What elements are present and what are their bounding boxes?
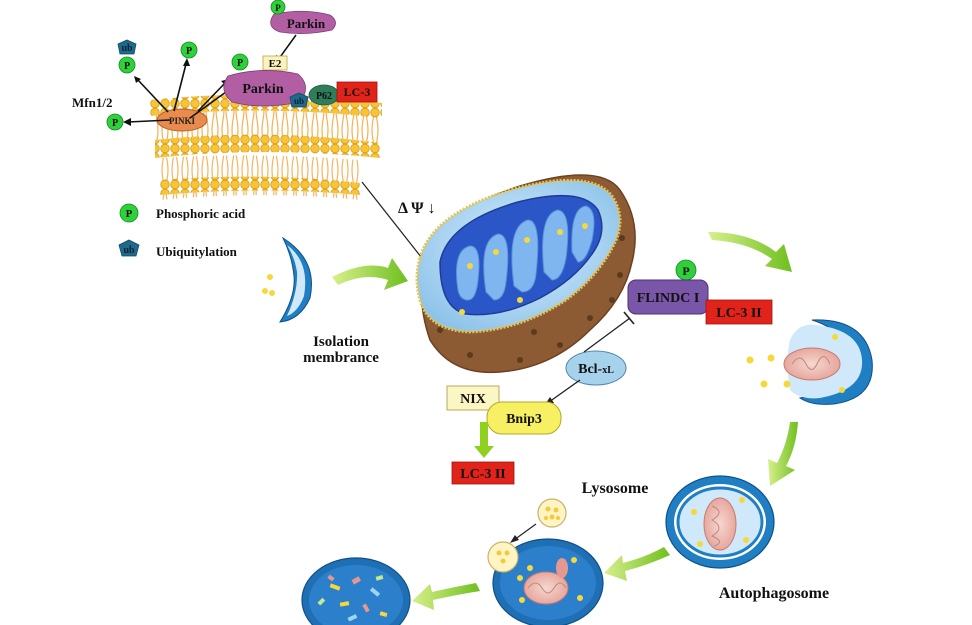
svg-text:Parkin: Parkin (287, 16, 326, 31)
lysosome-approach-arrowhead (510, 535, 519, 543)
nix-box: NIX (446, 385, 500, 411)
legend-ubiquitin-label: Ubiquitylation (156, 244, 238, 259)
svg-text:Bcl-xL: Bcl-xL (578, 362, 614, 377)
arrow-engulf-to-autophagosome (768, 422, 798, 486)
phagophore-engulfing (746, 319, 873, 405)
svg-text:Bnip3: Bnip3 (506, 412, 542, 427)
svg-text:P: P (275, 3, 281, 13)
svg-text:P62: P62 (316, 91, 332, 102)
membrane-potential-label: Δ Ψ ↓ (398, 200, 436, 217)
e2-box: E2 (262, 55, 288, 71)
svg-text:P: P (237, 58, 243, 69)
arrow-isolation-to-mito (332, 258, 408, 290)
bcl-label-sub: xL (602, 365, 614, 376)
legend-phospho: P Phosphoric acid (119, 203, 246, 223)
ubiquitin-icon: ub (289, 92, 309, 108)
bcl-to-bnip3-arrow (548, 379, 581, 403)
phospho-icon: P (675, 259, 697, 281)
isolation-membrane-label-line1: Isolation (313, 334, 370, 350)
autophagosome-label: Autophagosome (719, 585, 829, 602)
phospho-icon: P (106, 113, 124, 131)
legend-ubiquitin: ub Ubiquitylation (118, 239, 238, 259)
arrow-lysosome-to-autolysosome (412, 583, 480, 610)
svg-text:ub: ub (294, 96, 304, 106)
isolation-membrane-crescent (262, 236, 312, 323)
arrow-mito-to-engulf (708, 232, 792, 272)
svg-text:LC-3 II: LC-3 II (716, 306, 762, 321)
svg-text:E2: E2 (269, 58, 282, 70)
lysosome-approach-arrow (513, 523, 537, 541)
parkin-top-node: Parkin (270, 10, 336, 34)
inhibition-bar (623, 311, 635, 325)
svg-text:NIX: NIX (460, 392, 486, 407)
bnip3-node: Bnip3 (486, 401, 562, 435)
svg-text:FLINDC I: FLINDC I (637, 291, 700, 306)
pink1-label: PINKI (169, 116, 196, 126)
nix-to-lc3-arrow (474, 422, 494, 458)
lc3-top-box: LC-3 (336, 81, 378, 103)
lc3-ii-bottom-box: LC-3 II (451, 461, 515, 485)
svg-text:P: P (112, 118, 118, 129)
svg-text:P: P (682, 264, 689, 278)
bcl-label-main: Bcl- (578, 362, 602, 377)
svg-text:ub: ub (123, 245, 135, 256)
pink1-arrows (127, 63, 227, 123)
bcl-xl-node: Bcl-xL (565, 350, 627, 386)
legend-phospho-label: Phosphoric acid (156, 206, 246, 221)
svg-text:LC-3 II: LC-3 II (460, 467, 506, 482)
isolation-membrane-label-line2: membrance (303, 350, 379, 366)
autolysosome-degraded (301, 557, 411, 625)
flindc1-node: FLINDC I (627, 279, 709, 315)
p62-node: P62 (308, 84, 340, 106)
svg-text:P: P (124, 61, 130, 72)
ubiquitin-icon: ub (117, 39, 137, 55)
arrow-autophagosome-to-lysosome (604, 547, 670, 581)
svg-text:Parkin: Parkin (242, 82, 283, 97)
svg-text:P: P (186, 46, 192, 57)
svg-text:ub: ub (121, 43, 133, 54)
phospho-icon: P (118, 56, 136, 74)
zoom-connector-line (361, 181, 426, 263)
mitochondrion-main (415, 174, 636, 374)
svg-text:P: P (126, 208, 133, 220)
lysosome-free (537, 498, 567, 528)
lysosome-label: Lysosome (582, 480, 649, 497)
bcl-inhibits-flindc (583, 317, 631, 353)
phospho-icon: P (180, 41, 198, 59)
phospho-icon: P (231, 53, 249, 71)
autolysosome-fusing (487, 538, 604, 625)
svg-text:LC-3: LC-3 (344, 85, 371, 99)
autophagosome (665, 475, 775, 569)
lc3-ii-right-box: LC-3 II (705, 299, 773, 325)
phospho-icon: P (270, 0, 286, 15)
mfn-label: Mfn1/2 (72, 95, 112, 110)
